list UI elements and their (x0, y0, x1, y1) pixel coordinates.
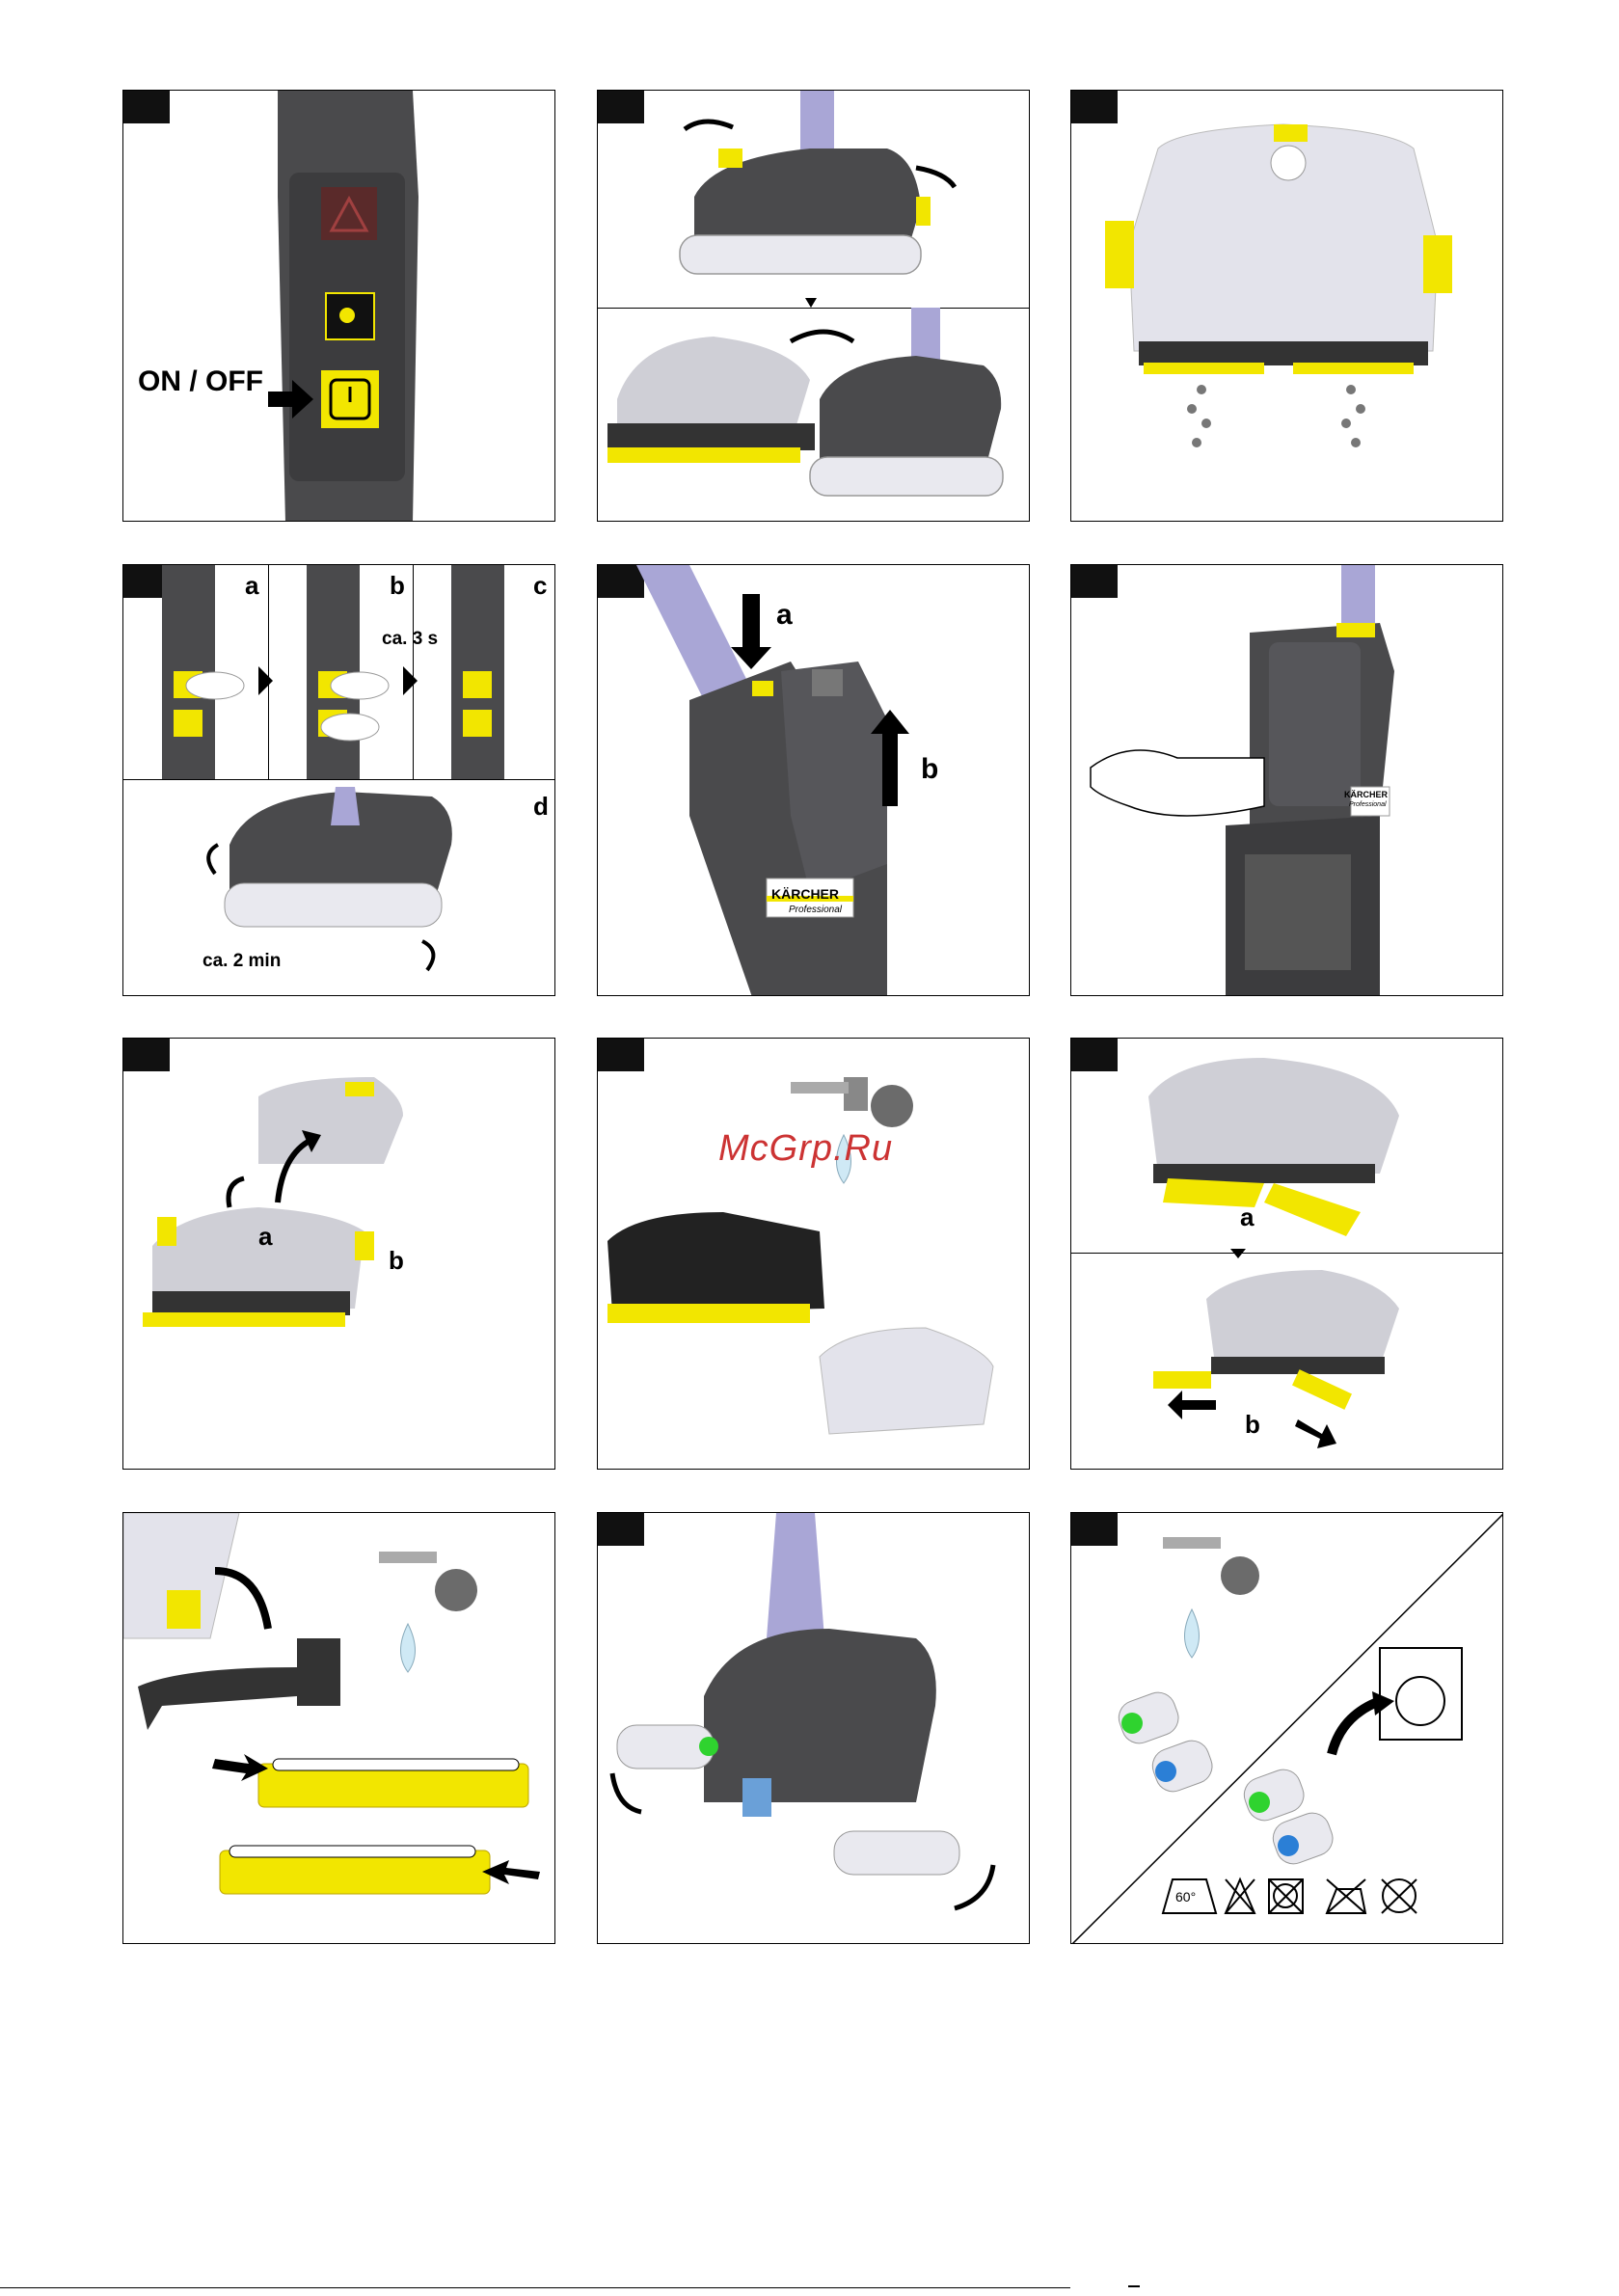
rinse-illustration (598, 1039, 1030, 1470)
cleaning-head-illustration (598, 91, 1030, 522)
panel-10 (122, 1512, 555, 1944)
care-illustration (1071, 1513, 1503, 1944)
brand-sub: Professional (789, 905, 842, 915)
brand-logo: KÄRCHER (771, 886, 839, 902)
run-duration-label: ca. 2 min (202, 951, 281, 972)
panel-3 (1070, 90, 1503, 522)
roller-rotation-illustration (598, 1513, 1030, 1944)
on-off-label: ON / OFF (138, 365, 263, 398)
brand-sub: Professional (1349, 801, 1387, 808)
press-duration-label: ca. 3 s (382, 629, 438, 650)
panel-1: ON / OFF (122, 90, 555, 522)
panel-6: KÄRCHER Professional (1070, 564, 1503, 996)
battery-remove-illustration (1071, 565, 1503, 996)
watermark: McGrp.Ru (718, 1128, 893, 1170)
panel-8 (597, 1038, 1030, 1470)
panel-4: a b c ca. 3 s d ca. 2 min (122, 564, 555, 996)
strip-removal-illustration (1071, 1039, 1503, 1470)
strip-cleaning-illustration (123, 1513, 555, 1944)
battery-insert-illustration (598, 565, 1030, 996)
panel-5: a b KÄRCHER Professional (597, 564, 1030, 996)
step-a-label: a (1240, 1202, 1254, 1232)
footer-rule (0, 2287, 1070, 2288)
step-b-label: b (390, 571, 405, 601)
step-b-label: b (1245, 1410, 1260, 1440)
panel-11 (597, 1512, 1030, 1944)
step-a-label: a (258, 1222, 272, 1252)
plate-illustration (1071, 91, 1503, 522)
panel-7: a b (122, 1038, 555, 1470)
plate-removal-illustration (123, 1039, 555, 1470)
brand-logo: KÄRCHER (1344, 790, 1388, 799)
handle-illustration (123, 91, 555, 522)
step-c-label: c (533, 571, 547, 601)
step-b-label: b (921, 753, 938, 786)
panel-9: a b (1070, 1038, 1503, 1470)
sequence-illustration (123, 565, 555, 996)
footer-mark (1128, 2285, 1140, 2287)
step-a-label: a (776, 599, 793, 632)
panel-12: 60° (1070, 1512, 1503, 1944)
wash-temperature-label: 60° (1175, 1889, 1196, 1904)
step-d-label: d (533, 792, 549, 822)
panel-2 (597, 90, 1030, 522)
step-a-label: a (245, 571, 258, 601)
step-b-label: b (389, 1246, 404, 1276)
